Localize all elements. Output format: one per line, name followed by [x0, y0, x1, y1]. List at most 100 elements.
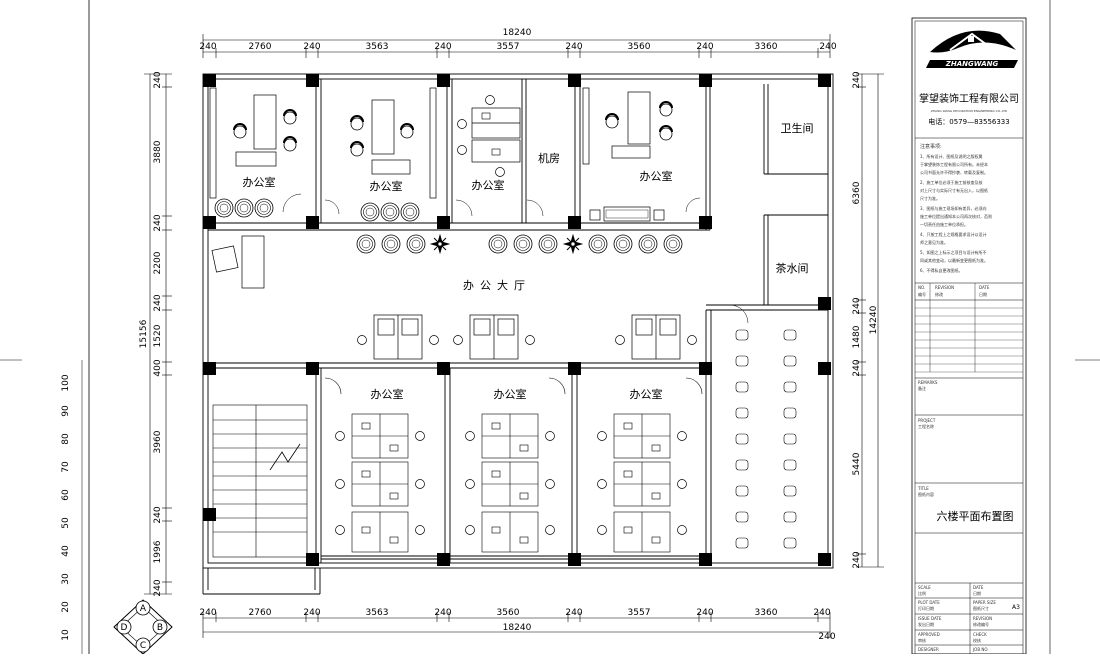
left-dimensions [144, 73, 172, 595]
note-line: 同或其他变动，以最新变更图纸为准。 [920, 257, 988, 263]
office3-label: 办公室 [472, 178, 505, 192]
note-line: 公司书面允许不得抄袭、转载及复制。 [920, 169, 988, 175]
office7-label: 办公室 [630, 387, 663, 401]
office4-furniture [582, 87, 701, 222]
corridor-seating [735, 329, 797, 549]
plot-date-label: PLOT DATE [918, 600, 940, 605]
scale-mark: 60 [61, 489, 71, 501]
check-label: CHECK [973, 632, 987, 637]
left-dim: 1520 [153, 324, 163, 347]
approved-cn: 审核 [918, 637, 926, 643]
company-english: ZHANG WANG DECORATION ENGINEERING CO.,LT… [931, 109, 1008, 113]
note-line: 师之意见为准。 [920, 239, 948, 245]
top-dim: 240 [199, 42, 216, 52]
bottom-dim: 3360 [755, 608, 778, 618]
note-line: 3、图纸与施工现场如有差异，必须向 [920, 205, 987, 211]
note-line: 1、所有设计、图纸及说明之版权属 [920, 153, 983, 159]
bottom-dim: 240 [199, 608, 216, 618]
company-logo [926, 30, 1018, 68]
designer-label: DESIGNER [918, 647, 939, 652]
note-line: 于掌望装饰工程有限公司所有。未经本 [920, 161, 988, 167]
bottom-dim: 3563 [366, 608, 389, 618]
restroom-label: 卫生间 [781, 121, 814, 135]
left-dim: 3880 [153, 140, 163, 163]
note-line: 6、不得私自更改图纸。 [920, 267, 963, 273]
date-cn: 日期 [979, 291, 987, 297]
job-no-label: JOB NO. [972, 647, 989, 652]
machine-room-label: 机房 [538, 151, 560, 165]
project-label: PROJECT [918, 418, 936, 423]
office2-label: 办公室 [370, 179, 403, 193]
revision-label: REVISION [935, 285, 954, 290]
top-dim: 240 [565, 42, 582, 52]
left-total-dim: 15156 [139, 319, 149, 348]
remarks-cn: 备注 [918, 385, 926, 391]
hall-label: 办公大厅 [463, 278, 531, 292]
date2-label: DATE [973, 585, 984, 590]
compass-icon: A B C D [113, 599, 173, 655]
top-dim: 240 [696, 42, 713, 52]
right-dim: 240 [852, 551, 862, 568]
right-total-dim: 14240 [869, 305, 879, 334]
columns [203, 74, 831, 566]
compass-d: D [121, 623, 128, 633]
revision2-cn: 修改编号 [973, 621, 989, 627]
top-dim: 240 [303, 42, 320, 52]
note-line: 一切责任由施工单位承担。 [920, 221, 968, 227]
scale-mark: 40 [61, 545, 71, 557]
rev-no-cn: 编号 [918, 291, 926, 297]
right-dimensions [856, 73, 884, 568]
top-dimensions [202, 34, 831, 58]
title-block [911, 17, 1027, 655]
remarks-label: REMARKS [918, 380, 938, 385]
compass-c: C [140, 641, 146, 651]
bottom-dim: 3557 [628, 608, 651, 618]
bottom-total-dim: 18240 [503, 623, 532, 633]
paper-size-label: PAPER SIZE [973, 600, 996, 605]
office7-furniture [597, 377, 703, 553]
scale-mark: 100 [61, 374, 71, 391]
title-label: TITLE [917, 486, 929, 491]
bottom-dim: 240 [565, 608, 582, 618]
office6-furniture [465, 377, 566, 553]
left-dim: 240 [153, 506, 163, 523]
note-line: 2、施工单位必须于施工前核查及核 [920, 179, 983, 185]
office5-label: 办公室 [371, 387, 404, 401]
right-dim: 1480 [852, 325, 862, 348]
company-name: 掌望装饰工程有限公司 [919, 92, 1019, 105]
notes-title: 注意事项: [920, 143, 942, 150]
top-dim: 3560 [628, 42, 651, 52]
scale-mark: 50 [61, 517, 71, 529]
note-line: 5、如图之上标示之项目与设计有所不 [920, 249, 987, 255]
paper-size-cn: 图纸尺寸 [973, 605, 989, 611]
left-dim: 240 [153, 214, 163, 231]
left-dim: 400 [153, 359, 163, 376]
note-line: 4、只按工程上之规格要求设计以设计 [920, 231, 987, 237]
bottom-dim: 240 [434, 608, 451, 618]
note-line: 施工单位提出通知本公司再次核对，否则 [920, 213, 992, 219]
project-cn: 工程名称 [918, 423, 934, 429]
top-dim: 240 [434, 42, 451, 52]
scale-label: SCALE [918, 585, 931, 590]
tea-room-label: 茶水间 [776, 262, 809, 275]
compass-a: A [140, 604, 147, 614]
compass-b: B [157, 623, 163, 633]
left-dim: 3960 [153, 430, 163, 453]
revision-cn: 修改 [935, 291, 943, 297]
revision2-label: REVISION [973, 616, 992, 621]
date2-cn: 日期 [973, 590, 981, 596]
bottom-dim: 240 [303, 608, 320, 618]
rev-no-label: NO. [918, 285, 925, 290]
office4-label: 办公室 [640, 169, 673, 183]
stair [212, 404, 308, 558]
note-line: 尺寸为准。 [920, 195, 940, 201]
scale-mark: 80 [61, 433, 71, 445]
paper-size-value: A3 [1012, 604, 1020, 611]
office1-furniture [209, 87, 302, 218]
bottom-right-dim: 240 [818, 632, 835, 642]
logo-text: ZHANGWANG [945, 60, 999, 68]
top-dim: 240 [819, 42, 836, 52]
office5-furniture [324, 377, 425, 553]
bottom-dim: 2760 [249, 608, 272, 618]
